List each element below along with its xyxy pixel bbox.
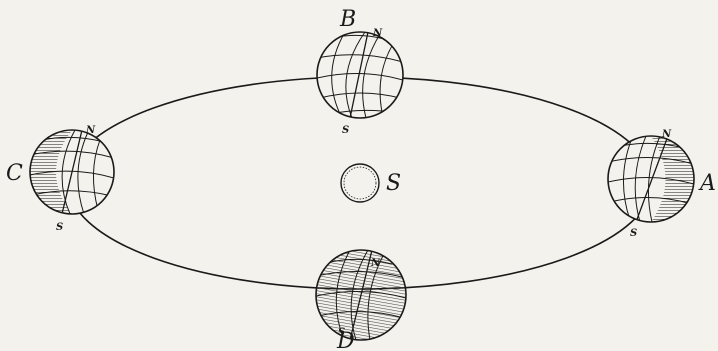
- label-sun: S: [386, 171, 401, 196]
- label-position-d: D: [336, 329, 355, 351]
- pole-south-b: S: [342, 125, 349, 136]
- label-position-c: C: [6, 161, 23, 186]
- pole-north-d: N: [370, 258, 381, 269]
- pole-south-d: S: [338, 327, 345, 338]
- earth-position-b: [316, 31, 404, 119]
- label-position-b: B: [339, 7, 356, 32]
- sun-icon: [340, 163, 380, 203]
- pole-north-a: N: [661, 129, 672, 140]
- pole-north-c: N: [85, 125, 96, 136]
- earth-position-a: [607, 135, 695, 223]
- pole-south-a: S: [630, 228, 637, 239]
- pole-south-c: S: [56, 222, 63, 233]
- pole-north-b: N: [372, 28, 383, 39]
- label-position-a: A: [698, 171, 716, 196]
- earth-position-c: [29, 129, 115, 215]
- earth-position-d: [315, 249, 407, 341]
